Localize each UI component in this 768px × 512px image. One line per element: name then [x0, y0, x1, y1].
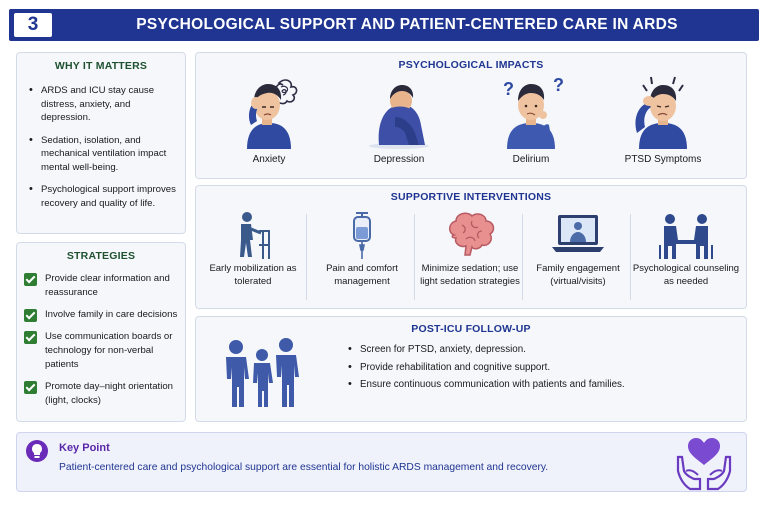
- key-point-title: Key Point: [59, 442, 110, 454]
- strategy-text: Provide clear information and reassuranc…: [45, 273, 170, 298]
- checkmark-icon: [24, 309, 37, 322]
- strategy-text: Use communication boards or technology f…: [45, 331, 173, 370]
- intervention-item-family: Family engagement (virtual/visits): [524, 208, 632, 302]
- impact-label: Depression: [373, 154, 425, 165]
- intervention-item-sedation: Minimize sedation; use light sedation st…: [416, 208, 524, 302]
- strategies-list: Provide clear information and reassuranc…: [17, 262, 185, 408]
- checkmark-icon: [24, 381, 37, 394]
- impact-item-delirium: ? ? Delirium: [476, 73, 586, 166]
- checkmark-icon: [24, 331, 37, 344]
- list-item: Provide rehabilitation and cognitive sup…: [348, 361, 728, 375]
- intervention-label: Minimize sedation; use light sedation st…: [420, 263, 520, 287]
- iv-drip-icon: [353, 212, 371, 259]
- list-item: Promote day–night orientation (light, cl…: [24, 380, 179, 408]
- walker-mobilization-icon: [240, 212, 270, 259]
- heart-in-hands-icon: [676, 438, 732, 491]
- section-number: 3: [14, 13, 52, 37]
- key-point-banner: Key Point Patient-centered care and psyc…: [16, 432, 747, 492]
- intervention-item-mobilization: Early mobilization as tolerated: [199, 208, 307, 302]
- header-bar: 3 PSYCHOLOGICAL SUPPORT AND PATIENT-CENT…: [9, 9, 759, 41]
- strategy-text: Involve family in care decisions: [45, 309, 178, 320]
- impact-item-ptsd: PTSD Symptoms: [608, 73, 718, 166]
- supportive-interventions-title: SUPPORTIVE INTERVENTIONS: [390, 191, 552, 203]
- key-point-text: Patient-centered care and psychological …: [59, 462, 549, 473]
- svg-text:?: ?: [503, 79, 514, 99]
- family-group-icon: [226, 338, 299, 407]
- distressed-person-icon: [635, 76, 687, 149]
- divider: [414, 214, 415, 300]
- divider: [306, 214, 307, 300]
- impact-item-depression: Depression: [344, 73, 454, 166]
- intervention-label: Family engagement (virtual/visits): [536, 263, 620, 287]
- list-item: Use communication boards or technology f…: [24, 330, 179, 372]
- confused-person-icon: ? ?: [503, 75, 564, 149]
- impact-label: Delirium: [512, 154, 550, 165]
- why-it-matters-list: ARDS and ICU stay cause distress, anxiet…: [17, 72, 185, 210]
- divider: [522, 214, 523, 300]
- impact-label: Anxiety: [252, 154, 286, 165]
- list-item: ARDS and ICU stay cause distress, anxiet…: [27, 84, 177, 125]
- list-item: Sedation, isolation, and mechanical vent…: [27, 134, 177, 175]
- intervention-label: Pain and comfort management: [326, 263, 398, 287]
- counseling-session-icon: [659, 214, 713, 259]
- anxious-person-icon: [247, 79, 298, 149]
- list-item: Ensure continuous communication with pat…: [348, 378, 728, 392]
- why-it-matters-title: WHY IT MATTERS: [54, 60, 148, 72]
- post-icu-follow-up-panel: POST-ICU FOLLOW-UP Screen for PTSD, anxi…: [195, 316, 747, 422]
- brain-icon: [449, 212, 495, 256]
- page-title: PSYCHOLOGICAL SUPPORT AND PATIENT-CENTER…: [136, 16, 678, 33]
- intervention-item-counseling: Psychological counseling as needed: [632, 208, 740, 302]
- list-item: Screen for PTSD, anxiety, depression.: [348, 343, 728, 357]
- intervention-label: Early mobilization as tolerated: [209, 263, 297, 287]
- impact-item-anxiety: Anxiety: [214, 73, 324, 166]
- strategy-text: Promote day–night orientation (light, cl…: [45, 381, 173, 406]
- divider: [630, 214, 631, 300]
- lightbulb-icon: [26, 440, 48, 462]
- psychological-impacts-panel: PSYCHOLOGICAL IMPACTS Anxiety Depression: [195, 52, 747, 179]
- strategies-title: STRATEGIES: [66, 250, 136, 262]
- psychological-impacts-title: PSYCHOLOGICAL IMPACTS: [398, 59, 544, 71]
- why-it-matters-panel: WHY IT MATTERS ARDS and ICU stay cause d…: [16, 52, 186, 234]
- impact-label: PTSD Symptoms: [624, 154, 702, 165]
- checkmark-icon: [24, 273, 37, 286]
- video-call-laptop-icon: [552, 215, 604, 252]
- depressed-person-icon: [369, 85, 429, 149]
- supportive-interventions-panel: SUPPORTIVE INTERVENTIONS Early mobilizat…: [195, 185, 747, 309]
- intervention-label: Psychological counseling as needed: [632, 263, 740, 287]
- svg-text:?: ?: [553, 75, 564, 95]
- list-item: Involve family in care decisions: [24, 308, 179, 322]
- post-icu-follow-up-title: POST-ICU FOLLOW-UP: [411, 323, 531, 335]
- list-item: Psychological support improves recovery …: [27, 183, 177, 210]
- post-icu-list: Screen for PTSD, anxiety, depression. Pr…: [348, 343, 728, 396]
- list-item: Provide clear information and reassuranc…: [24, 272, 179, 300]
- strategies-panel: STRATEGIES Provide clear information and…: [16, 242, 186, 422]
- intervention-item-pain: Pain and comfort management: [308, 208, 416, 302]
